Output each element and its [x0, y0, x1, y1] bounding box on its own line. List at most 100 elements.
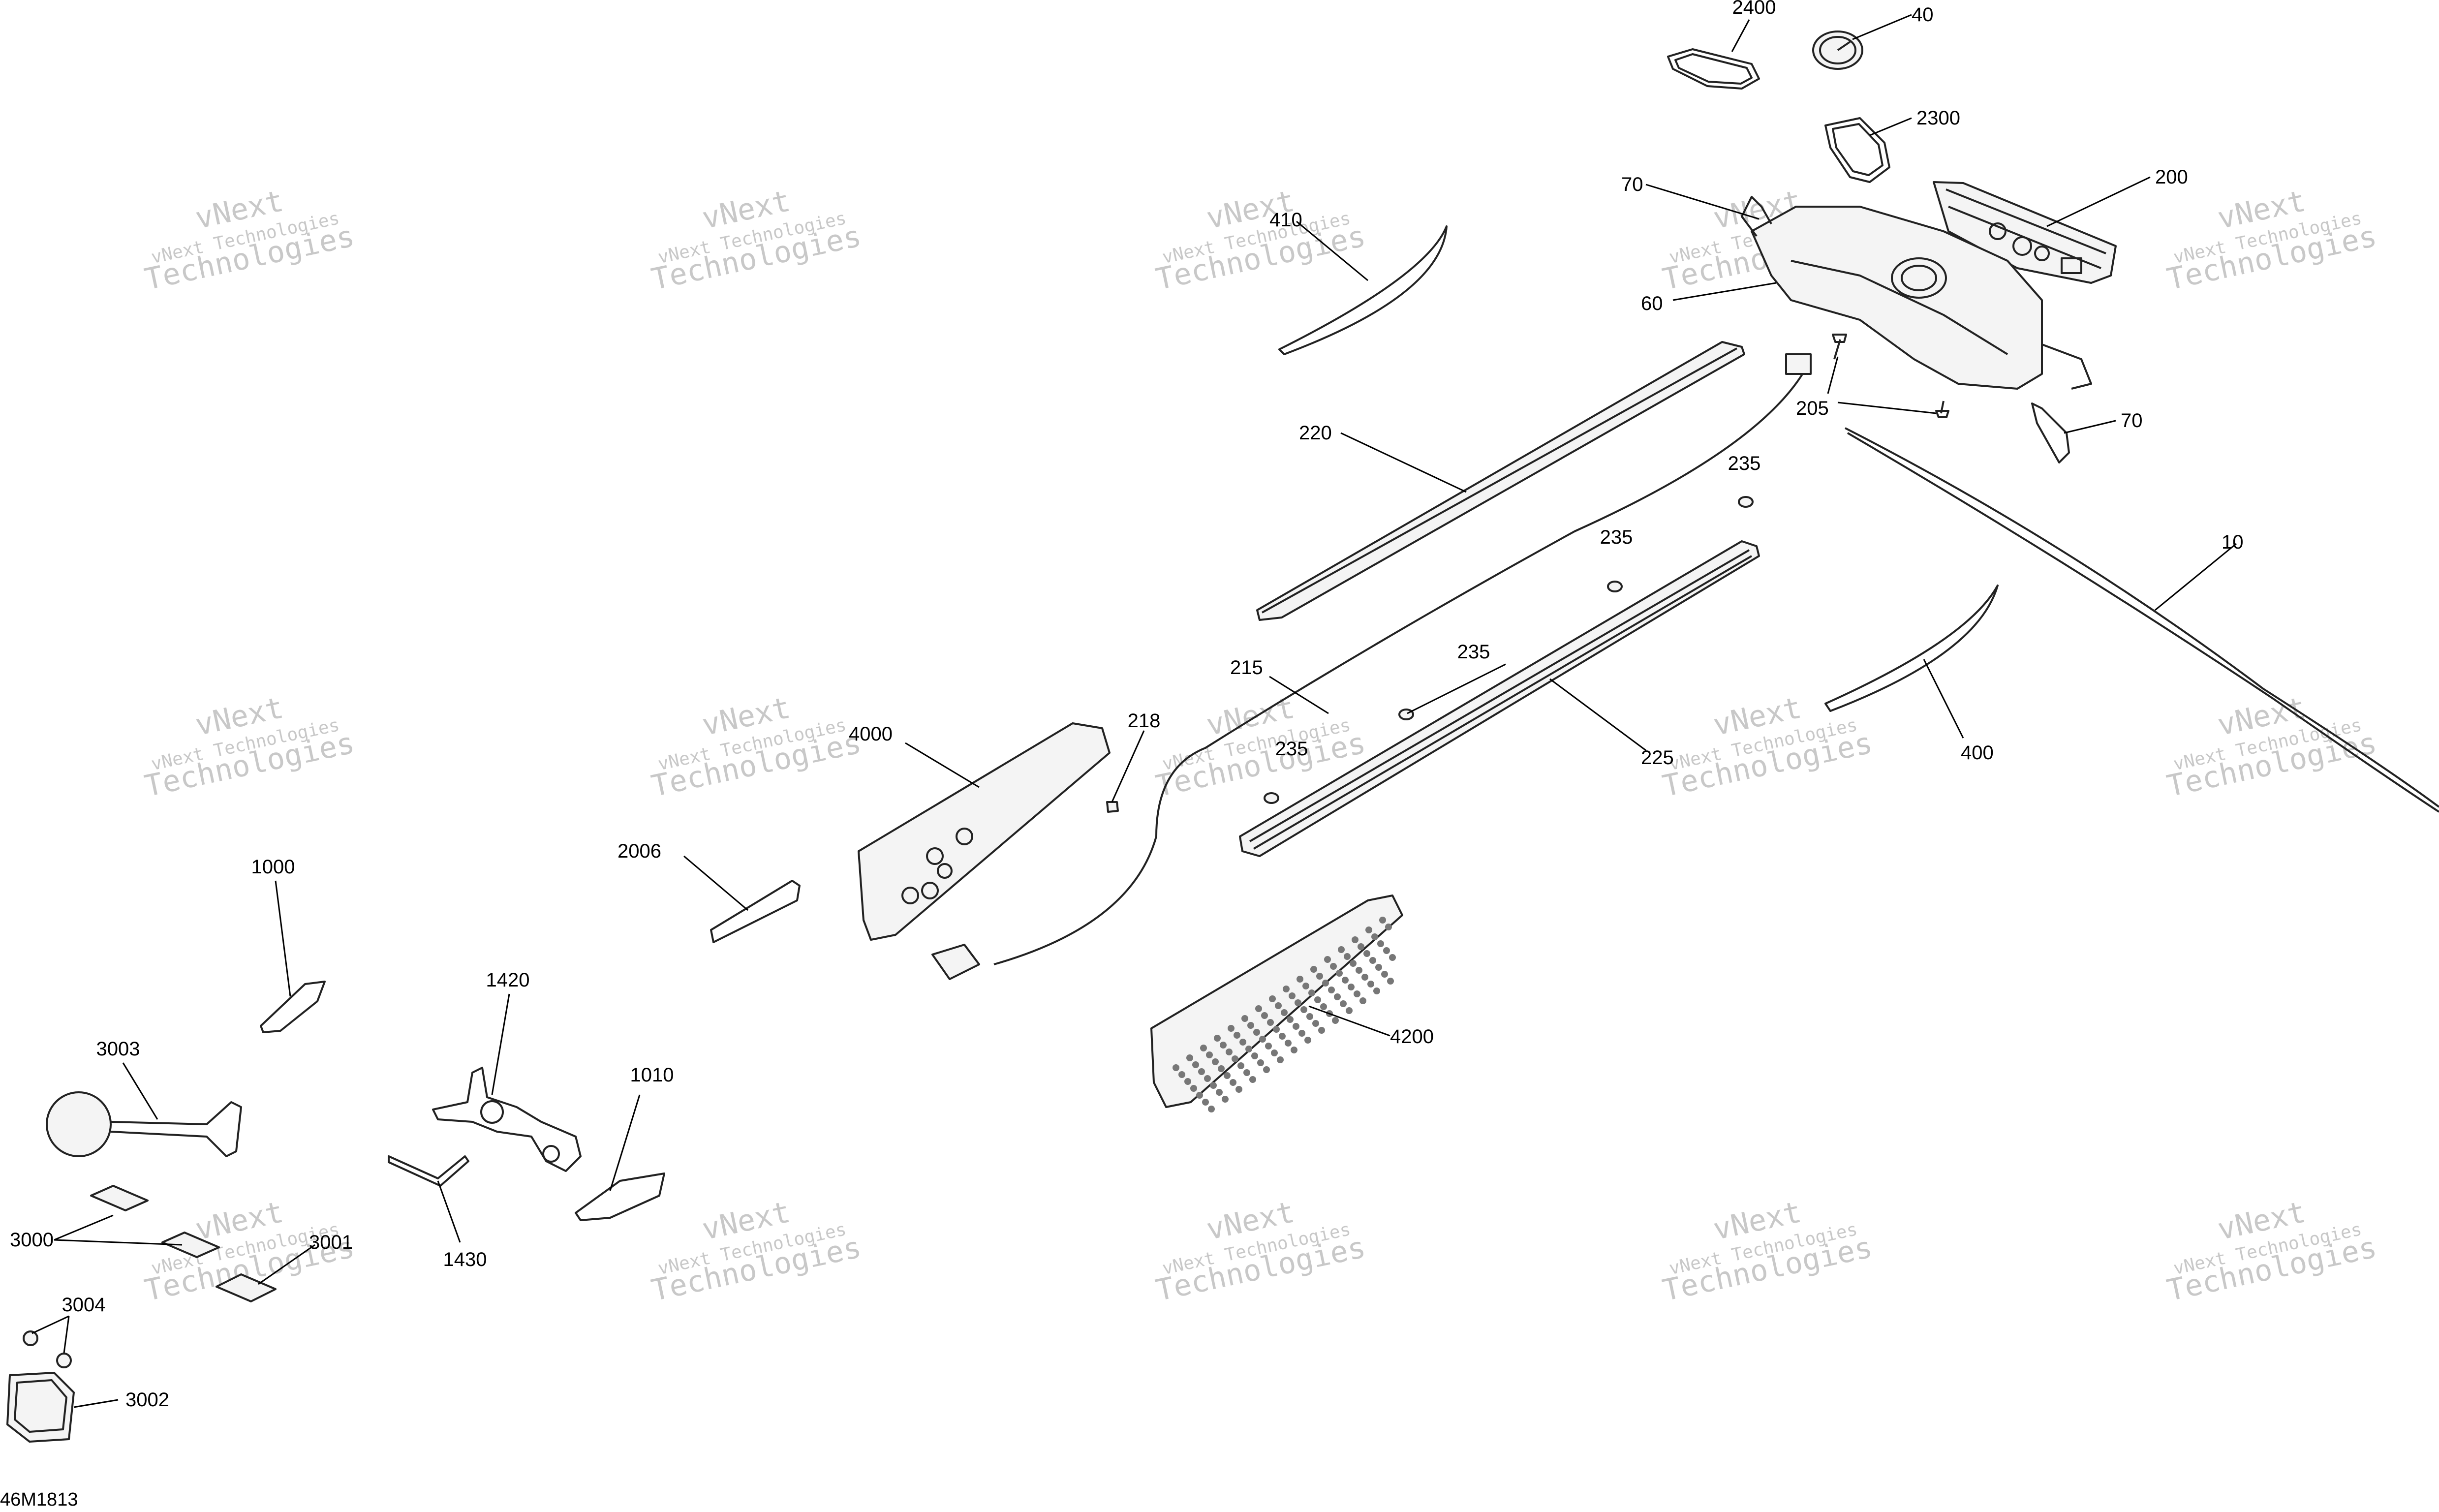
- stud-dot: [1342, 977, 1349, 984]
- stud-dot: [1204, 1075, 1211, 1082]
- part-10-side-trim: [1845, 427, 2439, 813]
- stud-dot: [1237, 1062, 1244, 1069]
- stud-dot: [1365, 926, 1372, 933]
- stud-dot: [1373, 987, 1380, 994]
- part-215-harness: [931, 353, 1812, 980]
- part-218-clip: [1106, 801, 1119, 813]
- stud-dot: [1208, 1106, 1215, 1112]
- stud-dot: [1269, 995, 1276, 1002]
- stud-dot: [1263, 1066, 1270, 1073]
- stud-dot: [1300, 1006, 1307, 1013]
- stud-dot: [1289, 992, 1296, 999]
- stud-dot: [1344, 953, 1351, 960]
- stud-dot: [1222, 1096, 1229, 1103]
- stud-dot: [1318, 1027, 1325, 1034]
- callout-2006: 2006: [617, 840, 661, 862]
- stud-dot: [1389, 954, 1396, 961]
- callout-235c: 235: [1457, 641, 1490, 663]
- stud-dot: [1234, 1032, 1240, 1039]
- stud-dot: [1257, 1059, 1264, 1066]
- stud-dot: [1255, 1005, 1262, 1012]
- stud-dot: [1192, 1061, 1199, 1068]
- stud-dot: [1367, 981, 1374, 987]
- stud-dot: [1210, 1082, 1217, 1089]
- stud-dot: [1354, 990, 1360, 997]
- callout-70b: 70: [2121, 410, 2143, 432]
- part-220-trim-strip: [1256, 341, 1745, 621]
- part-4000-plate: [858, 722, 1111, 941]
- stud-dot: [1383, 947, 1390, 954]
- stud-dot: [1228, 1025, 1235, 1032]
- stud-dot: [1308, 989, 1315, 996]
- callout-225: 225: [1641, 747, 1674, 769]
- stud-dot: [1346, 1007, 1353, 1014]
- stud-dot: [1371, 933, 1378, 940]
- stud-dot: [1361, 974, 1368, 981]
- stud-dot: [1334, 993, 1341, 1000]
- stud-dot: [1226, 1049, 1233, 1055]
- part-1000-decal: [260, 981, 326, 1033]
- stud-dot: [1212, 1058, 1219, 1065]
- callout-3004: 3004: [62, 1294, 106, 1316]
- stud-dot: [1245, 1046, 1252, 1052]
- part-3001-pad: [216, 1273, 277, 1302]
- callout-215: 215: [1230, 657, 1263, 679]
- stud-dot: [1352, 936, 1358, 943]
- stud-dot: [1369, 957, 1376, 964]
- callout-410: 410: [1269, 209, 1302, 231]
- stud-dot: [1348, 984, 1355, 990]
- stud-dot: [1198, 1068, 1205, 1075]
- stud-dot: [1241, 1015, 1248, 1022]
- stud-dot: [1330, 963, 1337, 970]
- part-200-display-cluster: [1933, 181, 2117, 284]
- callout-235b: 235: [1600, 526, 1633, 548]
- callout-3002: 3002: [125, 1389, 169, 1411]
- stud-dot: [1291, 1047, 1297, 1053]
- part-410-decal: [1278, 225, 1448, 355]
- stud-dot: [1287, 1016, 1294, 1023]
- stud-dot: [1259, 1036, 1266, 1043]
- stud-dot: [1235, 1086, 1242, 1093]
- stud-dot: [1224, 1072, 1231, 1079]
- stud-dot: [1379, 917, 1386, 924]
- part-3000-pads: [90, 1185, 220, 1258]
- stud-dot: [1251, 1052, 1258, 1059]
- stud-dot: [1178, 1071, 1185, 1078]
- stud-dot: [1214, 1035, 1221, 1042]
- part-205-screws: [1832, 334, 1949, 418]
- stud-dot: [1314, 996, 1321, 1003]
- stud-dot: [1336, 970, 1343, 977]
- callout-200: 200: [2155, 166, 2188, 188]
- stud-dot: [1356, 967, 1362, 974]
- part-225-rail: [1239, 540, 1760, 857]
- callout-205: 205: [1796, 398, 1829, 419]
- callout-218: 218: [1128, 710, 1161, 732]
- part-3002-light-housing: [6, 1372, 75, 1443]
- stud-dot: [1328, 987, 1335, 993]
- stud-dot: [1247, 1022, 1254, 1029]
- part-3003-horn: [46, 1091, 242, 1157]
- stud-dot: [1295, 999, 1301, 1006]
- callout-40: 40: [1912, 4, 1934, 26]
- leader-lines: [31, 14, 2237, 1408]
- stud-dot: [1261, 1012, 1268, 1019]
- stud-dot: [1298, 1030, 1305, 1037]
- part-60-console-housing: [1741, 196, 2092, 390]
- callout-2300: 2300: [1916, 107, 1960, 129]
- stud-dot: [1285, 1040, 1292, 1047]
- callout-1430: 1430: [443, 1249, 487, 1270]
- stud-dot: [1312, 1020, 1319, 1027]
- stud-dot: [1359, 997, 1366, 1004]
- part-1420-bracket: [432, 1067, 582, 1172]
- stud-dot: [1267, 1019, 1274, 1026]
- stud-dot: [1387, 978, 1394, 985]
